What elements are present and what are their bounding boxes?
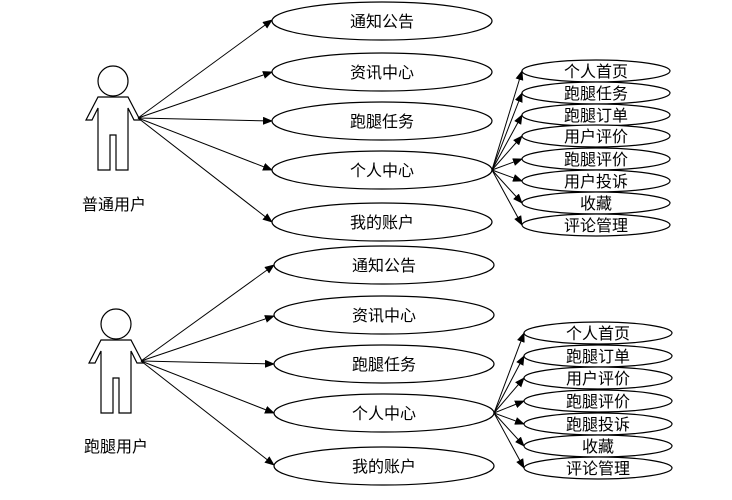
use-case-label: 个人中心 (352, 404, 416, 423)
use-case-personal-center[interactable]: 个人中心 (271, 150, 493, 190)
use-case-label: 通知公告 (350, 12, 414, 31)
actor-regular-user: 普通用户 (82, 65, 146, 214)
sub-case[interactable]: 跑腿投诉 (523, 412, 673, 436)
sub-case-label: 跑腿任务 (564, 84, 628, 103)
sub-case[interactable]: 跑腿订单 (523, 344, 673, 368)
use-case-news[interactable]: 资讯中心 (271, 52, 493, 92)
edge-sub (493, 355, 525, 414)
sub-cases-actor-1: 个人首页 跑腿任务 跑腿订单 用户评价 跑腿评价 用户投诉 收藏 评论管理 (521, 59, 671, 237)
edge-sub (493, 412, 525, 447)
actor-label: 跑腿用户 (84, 437, 148, 456)
sub-case[interactable]: 用户评价 (521, 124, 671, 148)
edge-sub (493, 332, 525, 414)
use-case-label: 跑腿任务 (352, 355, 416, 374)
sub-case-label: 个人首页 (566, 324, 630, 343)
sub-case[interactable]: 收藏 (521, 191, 671, 215)
sub-case[interactable]: 个人首页 (521, 59, 671, 83)
sub-case-label: 评论管理 (566, 459, 630, 478)
actor-head (100, 308, 132, 340)
use-case-news[interactable]: 资讯中心 (273, 295, 495, 335)
use-case-my-account[interactable]: 我的账户 (271, 202, 493, 242)
edge-sub (491, 70, 524, 171)
edge-a1-errand (137, 116, 273, 125)
sub-case-label: 用户评价 (564, 127, 628, 146)
actor-body (88, 339, 144, 414)
edge-a2-news (140, 315, 275, 362)
edges-actor-2 (140, 264, 275, 466)
use-case-errand-task[interactable]: 跑腿任务 (271, 101, 493, 141)
use-case-personal-center[interactable]: 个人中心 (273, 393, 495, 433)
use-case-label: 通知公告 (352, 256, 416, 275)
use-case-label: 我的账户 (352, 457, 416, 476)
sub-case[interactable]: 用户投诉 (521, 169, 671, 193)
sub-case[interactable]: 跑腿评价 (523, 389, 673, 413)
sub-case[interactable]: 跑腿评价 (521, 147, 671, 171)
edge-sub (493, 400, 525, 414)
sub-case-label: 评论管理 (564, 216, 628, 235)
edge-a2-notice (140, 264, 275, 362)
use-case-notice[interactable]: 通知公告 (271, 1, 493, 41)
sub-case[interactable]: 评论管理 (523, 456, 673, 480)
use-cases-actor-1: 通知公告 资讯中心 跑腿任务 个人中心 我的账户 (271, 1, 493, 242)
sub-case-label: 个人首页 (564, 62, 628, 81)
use-case-label: 个人中心 (350, 161, 414, 180)
sub-case[interactable]: 用户评价 (523, 366, 673, 390)
edge-a1-account (137, 117, 273, 223)
sub-case-label: 收藏 (582, 437, 614, 456)
edge-sub (491, 135, 523, 171)
edge-sub (493, 412, 525, 469)
sub-case[interactable]: 个人首页 (523, 321, 673, 345)
actor-errand-user: 跑腿用户 (84, 308, 148, 456)
use-case-errand-task[interactable]: 跑腿任务 (273, 344, 495, 384)
edge-sub (491, 169, 523, 226)
sub-case-label: 跑腿订单 (564, 106, 628, 125)
actor-label: 普通用户 (82, 195, 146, 214)
edge-sub (491, 114, 523, 171)
edges-personal-2 (493, 332, 525, 469)
sub-case-label: 跑腿评价 (564, 150, 628, 169)
edge-sub (493, 412, 525, 425)
sub-cases-actor-2: 个人首页 跑腿订单 用户评价 跑腿评价 跑腿投诉 收藏 评论管理 (523, 321, 673, 480)
use-case-notice[interactable]: 通知公告 (273, 245, 495, 285)
edge-sub (491, 169, 523, 182)
edges-personal-1 (491, 70, 524, 226)
edge-sub (491, 169, 523, 204)
edge-a2-errand (140, 359, 275, 368)
sub-case-label: 跑腿评价 (566, 392, 630, 411)
actor-head (97, 65, 129, 97)
sub-case-label: 用户投诉 (564, 172, 628, 191)
sub-case[interactable]: 跑腿任务 (521, 81, 671, 105)
sub-case[interactable]: 收藏 (523, 434, 673, 458)
edges-actor-1 (137, 19, 273, 223)
edge-a1-news (137, 71, 273, 119)
edge-sub (493, 377, 525, 414)
edge-a1-notice (137, 19, 273, 119)
use-cases-actor-2: 通知公告 资讯中心 跑腿任务 个人中心 我的账户 (273, 245, 495, 486)
sub-case-label: 收藏 (580, 194, 612, 213)
edge-sub (491, 158, 523, 171)
edge-sub (491, 92, 523, 171)
use-case-label: 跑腿任务 (350, 112, 414, 131)
use-case-label: 资讯中心 (350, 63, 414, 82)
use-case-label: 资讯中心 (352, 306, 416, 325)
edge-a1-personal (137, 117, 273, 171)
sub-case[interactable]: 跑腿订单 (521, 103, 671, 127)
use-case-my-account[interactable]: 我的账户 (273, 446, 495, 486)
sub-case-label: 跑腿投诉 (566, 415, 630, 434)
use-case-label: 我的账户 (350, 213, 414, 232)
sub-case[interactable]: 评论管理 (521, 213, 671, 237)
actor-body (85, 96, 141, 171)
sub-case-label: 跑腿订单 (566, 347, 630, 366)
sub-case-label: 用户评价 (566, 369, 630, 388)
edge-a2-personal (140, 360, 275, 414)
edge-a2-account (140, 360, 275, 466)
